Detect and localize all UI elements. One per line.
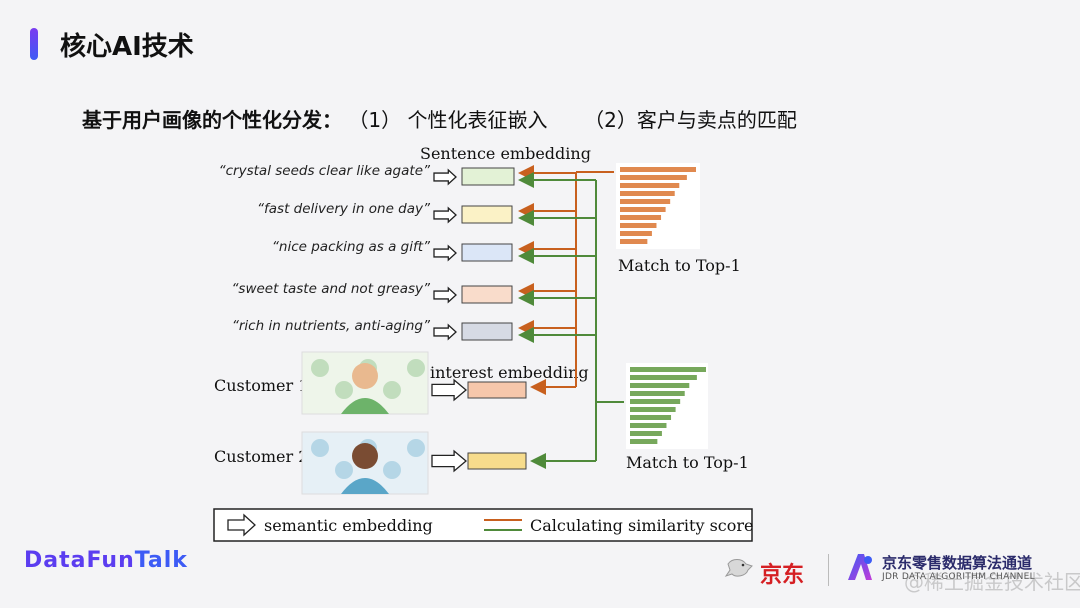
similarity-bar [620,183,680,188]
sentence-text: “crystal seeds clear like agate” [219,163,431,179]
sentence-embedding-box [461,243,513,262]
interest-embedding-label: interest embedding [430,363,589,382]
sentence-embedding-box [461,322,513,341]
sentence-embedding-box [461,167,515,186]
match-top1-label-1: Match to Top-1 [618,256,741,275]
similarity-bar [620,223,657,228]
person-body-icon [341,478,389,494]
similarity-bar [620,175,687,180]
sentence-embedding-box [461,205,513,224]
subtitle-part-1: （1） 个性化表征嵌入 [348,108,548,132]
semantic-arrow-icon [227,513,256,537]
semantic-arrow-icon [431,449,468,473]
sentence-embedding-box [461,285,513,304]
customer-label: Customer 1 [214,376,308,395]
jdr-channel-logo-icon [848,554,872,580]
datafuntalk-logo: DataFunTalk [24,548,188,573]
semantic-arrow-icon [433,168,457,186]
slide-title: 核心AI技术 [60,32,194,62]
similarity-bar [620,207,666,212]
jd-dog-icon [724,559,753,577]
person-head-icon [352,363,378,389]
interest-embedding-box [467,381,527,399]
similarity-bar [620,231,652,236]
subtitle-part-2: （2）客户与卖点的匹配 [584,108,797,132]
person-head-icon [352,443,378,469]
footer-divider [828,554,829,586]
semantic-arrow-icon [433,244,457,262]
sentence-text: “fast delivery in one day” [257,201,431,217]
semantic-arrow-icon [433,286,457,304]
similarity-bar [630,383,690,388]
similarity-bar [620,215,662,220]
slide-subtitle: 基于用户画像的个性化分发： （1） 个性化表征嵌入 （2）客户与卖点的匹配 [82,104,797,133]
similarity-bar [630,439,658,444]
legend: semantic embedding Calculating similarit… [213,508,754,542]
semantic-arrow-icon [433,323,457,341]
sentence-text: “sweet taste and not greasy” [231,281,431,297]
legend-semantic: semantic embedding [264,516,433,535]
sentence-text: “rich in nutrients, anti-aging” [232,318,431,334]
green-similarity-bars [626,363,708,449]
sentence-text: “nice packing as a gift” [272,239,431,255]
interest-embedding-box [467,452,527,470]
orange-similarity-bars [616,163,700,249]
similarity-bar [630,415,672,420]
similarity-bar [630,391,685,396]
similarity-bar [620,191,675,196]
similarity-bar [620,167,696,172]
similarity-bar [620,199,671,204]
similarity-bar [630,375,697,380]
similarity-bar [630,423,667,428]
person-body-icon [341,398,389,414]
similarity-bar [630,399,681,404]
semantic-arrow-icon [431,378,468,402]
subtitle-lead: 基于用户画像的个性化分发： [82,108,342,132]
jdr-channel-title: 京东零售数据算法通道 [882,554,1033,572]
jdr-channel-subtitle: JDR DATA ALGORITHM CHANNEL [882,572,1035,582]
customer-label: Customer 2 [214,447,308,466]
watermark: @稀土掘金技术社区 [904,570,1080,594]
match-top1-label-2: Match to Top-1 [626,453,749,472]
title-accent-bar [30,28,38,60]
similarity-bar [630,407,676,412]
similarity-bar [630,431,662,436]
sentence-embedding-label: Sentence embedding [420,144,591,163]
similarity-bar [620,239,648,244]
legend-similarity: Calculating similarity score [530,516,754,535]
jd-logo-text: 京东 [760,563,805,588]
semantic-arrow-icon [433,206,457,224]
similarity-bar [630,367,706,372]
